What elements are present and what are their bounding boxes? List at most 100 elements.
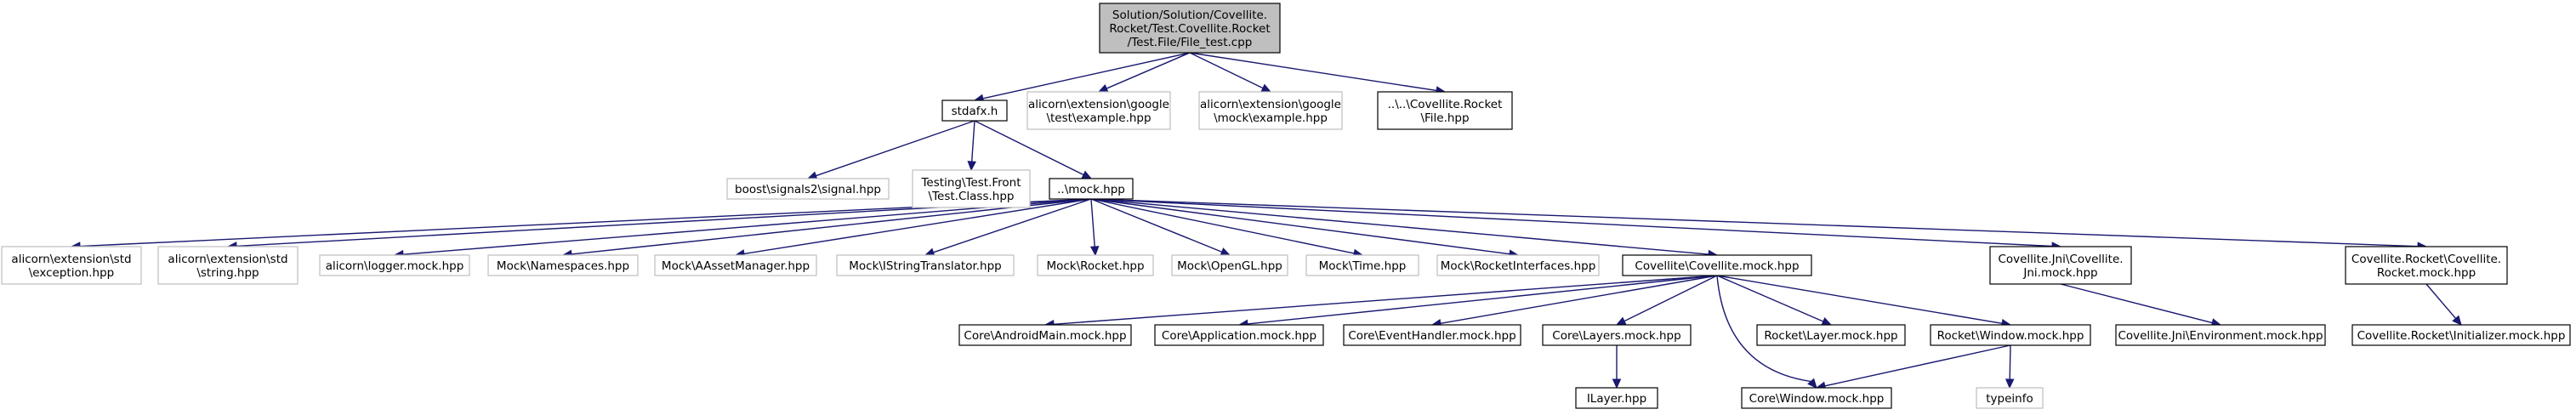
node-label: Rocket/Test.Covellite.Rocket xyxy=(1109,22,1270,36)
node-box xyxy=(1542,324,1692,346)
node-label: alicorn\logger.mock.hpp xyxy=(326,259,464,273)
node-label: Mock\Namespaces.hpp xyxy=(497,259,629,273)
node-rocket[interactable]: Mock\Rocket.hpp xyxy=(1037,254,1154,276)
node-google_test[interactable]: alicorn\extension\google\test\example.hp… xyxy=(1026,91,1171,130)
node-rwindow[interactable]: Rocket\Window.mock.hpp xyxy=(1930,324,2091,346)
node-layers[interactable]: Core\Layers.mock.hpp xyxy=(1542,324,1692,346)
node-ilayer[interactable]: ILayer.hpp xyxy=(1575,387,1658,409)
node-testclass[interactable]: Testing\Test.Front\Test.Class.hpp xyxy=(912,169,1031,208)
edge-root-to-file_hpp xyxy=(1189,52,1447,95)
node-box xyxy=(1049,178,1134,200)
node-typeinfo[interactable]: typeinfo xyxy=(1976,387,2044,409)
node-label: Core\AndroidMain.mock.hpp xyxy=(964,329,1126,343)
node-label: alicorn\extension\std xyxy=(168,253,287,266)
node-label: Rocket\Layer.mock.hpp xyxy=(1764,329,1897,343)
node-exception[interactable]: alicorn\extension\std\exception.hpp xyxy=(1,246,142,285)
node-label: Core\Application.mock.hpp xyxy=(1162,329,1316,343)
node-box xyxy=(1171,254,1288,276)
edge-covmock-to-application xyxy=(1237,275,1718,329)
node-file_hpp[interactable]: ..\..\Covellite.Rocket\File.hpp xyxy=(1377,91,1513,130)
node-label: Core\EventHandler.mock.hpp xyxy=(1348,329,1515,343)
node-eventhandler[interactable]: Core\EventHandler.mock.hpp xyxy=(1343,324,1521,346)
node-label: \exception.hpp xyxy=(29,266,115,280)
edge-mock-to-rocketmock xyxy=(1090,198,2428,251)
edge-mock-to-covmock xyxy=(1090,198,1719,259)
node-box xyxy=(487,254,639,276)
node-covmock[interactable]: Covellite\Covellite.mock.hpp xyxy=(1622,254,1812,276)
edge-jnimock-to-jnienv xyxy=(2060,283,2222,327)
node-box xyxy=(1099,3,1281,54)
node-string[interactable]: alicorn\extension\std\string.hpp xyxy=(157,246,299,285)
node-signal[interactable]: boost\signals2\signal.hpp xyxy=(726,178,890,200)
node-label: Core\Window.mock.hpp xyxy=(1749,392,1885,406)
node-label: Covellite.Rocket\Covellite. xyxy=(2351,253,2501,266)
node-label: \mock\example.hpp xyxy=(1214,111,1328,125)
node-time[interactable]: Mock\Time.hpp xyxy=(1305,254,1419,276)
node-label: boost\signals2\signal.hpp xyxy=(735,183,881,196)
node-label: Mock\Time.hpp xyxy=(1319,259,1407,273)
node-istring[interactable]: Mock\IStringTranslator.hpp xyxy=(836,254,1015,276)
node-label: alicorn\extension\google xyxy=(1028,98,1169,111)
node-namespaces[interactable]: Mock\Namespaces.hpp xyxy=(487,254,639,276)
arrowhead xyxy=(1615,316,1627,326)
node-box xyxy=(2345,246,2508,285)
node-box xyxy=(1575,387,1658,409)
edge-mock-to-rocketif xyxy=(1090,198,1520,259)
edge-covmock-to-androidmain xyxy=(1043,275,1718,329)
arrowhead xyxy=(1260,83,1272,93)
edge-covmock-to-corewindow xyxy=(1716,275,1817,389)
node-box xyxy=(941,99,1008,122)
node-box xyxy=(1037,254,1154,276)
node-label: Jni.mock.hpp xyxy=(2022,266,2097,280)
node-label: ..\..\Covellite.Rocket xyxy=(1388,98,1503,111)
node-jnienv[interactable]: Covellite.Jni\Environment.mock.hpp xyxy=(2115,324,2326,346)
node-label: Rocket\Window.mock.hpp xyxy=(1937,329,2084,343)
edges-layer xyxy=(70,52,2462,390)
node-box xyxy=(2115,324,2326,346)
arrowhead xyxy=(1097,84,1109,93)
node-androidmain[interactable]: Core\AndroidMain.mock.hpp xyxy=(958,324,1132,346)
node-corewindow[interactable]: Core\Window.mock.hpp xyxy=(1741,387,1892,409)
node-label: Core\Layers.mock.hpp xyxy=(1552,329,1680,343)
node-label: Testing\Test.Front xyxy=(920,176,1021,190)
node-box xyxy=(319,254,470,276)
node-box xyxy=(654,254,817,276)
node-rocketif[interactable]: Mock\RocketInterfaces.hpp xyxy=(1436,254,1600,276)
node-box xyxy=(1976,387,2044,409)
node-mock[interactable]: ..\mock.hpp xyxy=(1049,178,1134,200)
node-jnimock[interactable]: Covellite.Jni\Covellite.Jni.mock.hpp xyxy=(1989,246,2132,285)
arrowhead xyxy=(2005,378,2015,389)
node-box xyxy=(958,324,1132,346)
node-rlayer[interactable]: Rocket\Layer.mock.hpp xyxy=(1756,324,1906,346)
node-rocketmock[interactable]: Covellite.Rocket\Covellite.Rocket.mock.h… xyxy=(2345,246,2508,285)
arrowhead xyxy=(1081,170,1093,179)
node-google_mock[interactable]: alicorn\extension\google\mock\example.hp… xyxy=(1198,91,1343,130)
node-label: Covellite.Jni\Environment.mock.hpp xyxy=(2118,329,2323,343)
node-label: Rocket.mock.hpp xyxy=(2377,266,2476,280)
node-label: /Test.File/File_test.cpp xyxy=(1128,36,1253,49)
node-box xyxy=(1377,91,1513,130)
node-application[interactable]: Core\Application.mock.hpp xyxy=(1154,324,1324,346)
node-logger[interactable]: alicorn\logger.mock.hpp xyxy=(319,254,470,276)
node-label: alicorn\extension\google xyxy=(1200,98,1341,111)
edge-covmock-to-rwindow xyxy=(1716,275,2012,328)
node-box xyxy=(1198,91,1343,130)
node-initializer[interactable]: Covellite.Rocket\Initializer.mock.hpp xyxy=(2351,324,2571,346)
node-root[interactable]: Solution/Solution/Covellite.Rocket/Test.… xyxy=(1099,3,1281,54)
node-stdafx[interactable]: stdafx.h xyxy=(941,99,1008,122)
node-aasset[interactable]: Mock\AAssetManager.hpp xyxy=(654,254,817,276)
node-label: \string.hpp xyxy=(196,266,259,280)
arrowhead xyxy=(1089,246,1100,257)
node-box xyxy=(1930,324,2091,346)
node-label: Covellite.Rocket\Initializer.mock.hpp xyxy=(2357,329,2566,343)
node-label: Mock\AAssetManager.hpp xyxy=(662,259,810,273)
node-label: typeinfo xyxy=(1986,392,2033,406)
node-box xyxy=(912,169,1031,208)
arrowhead xyxy=(1821,316,1833,326)
node-box xyxy=(726,178,890,200)
node-label: stdafx.h xyxy=(952,105,998,118)
node-box xyxy=(836,254,1015,276)
edge-mock-to-opengl xyxy=(1090,198,1231,256)
node-opengl[interactable]: Mock\OpenGL.hpp xyxy=(1171,254,1288,276)
